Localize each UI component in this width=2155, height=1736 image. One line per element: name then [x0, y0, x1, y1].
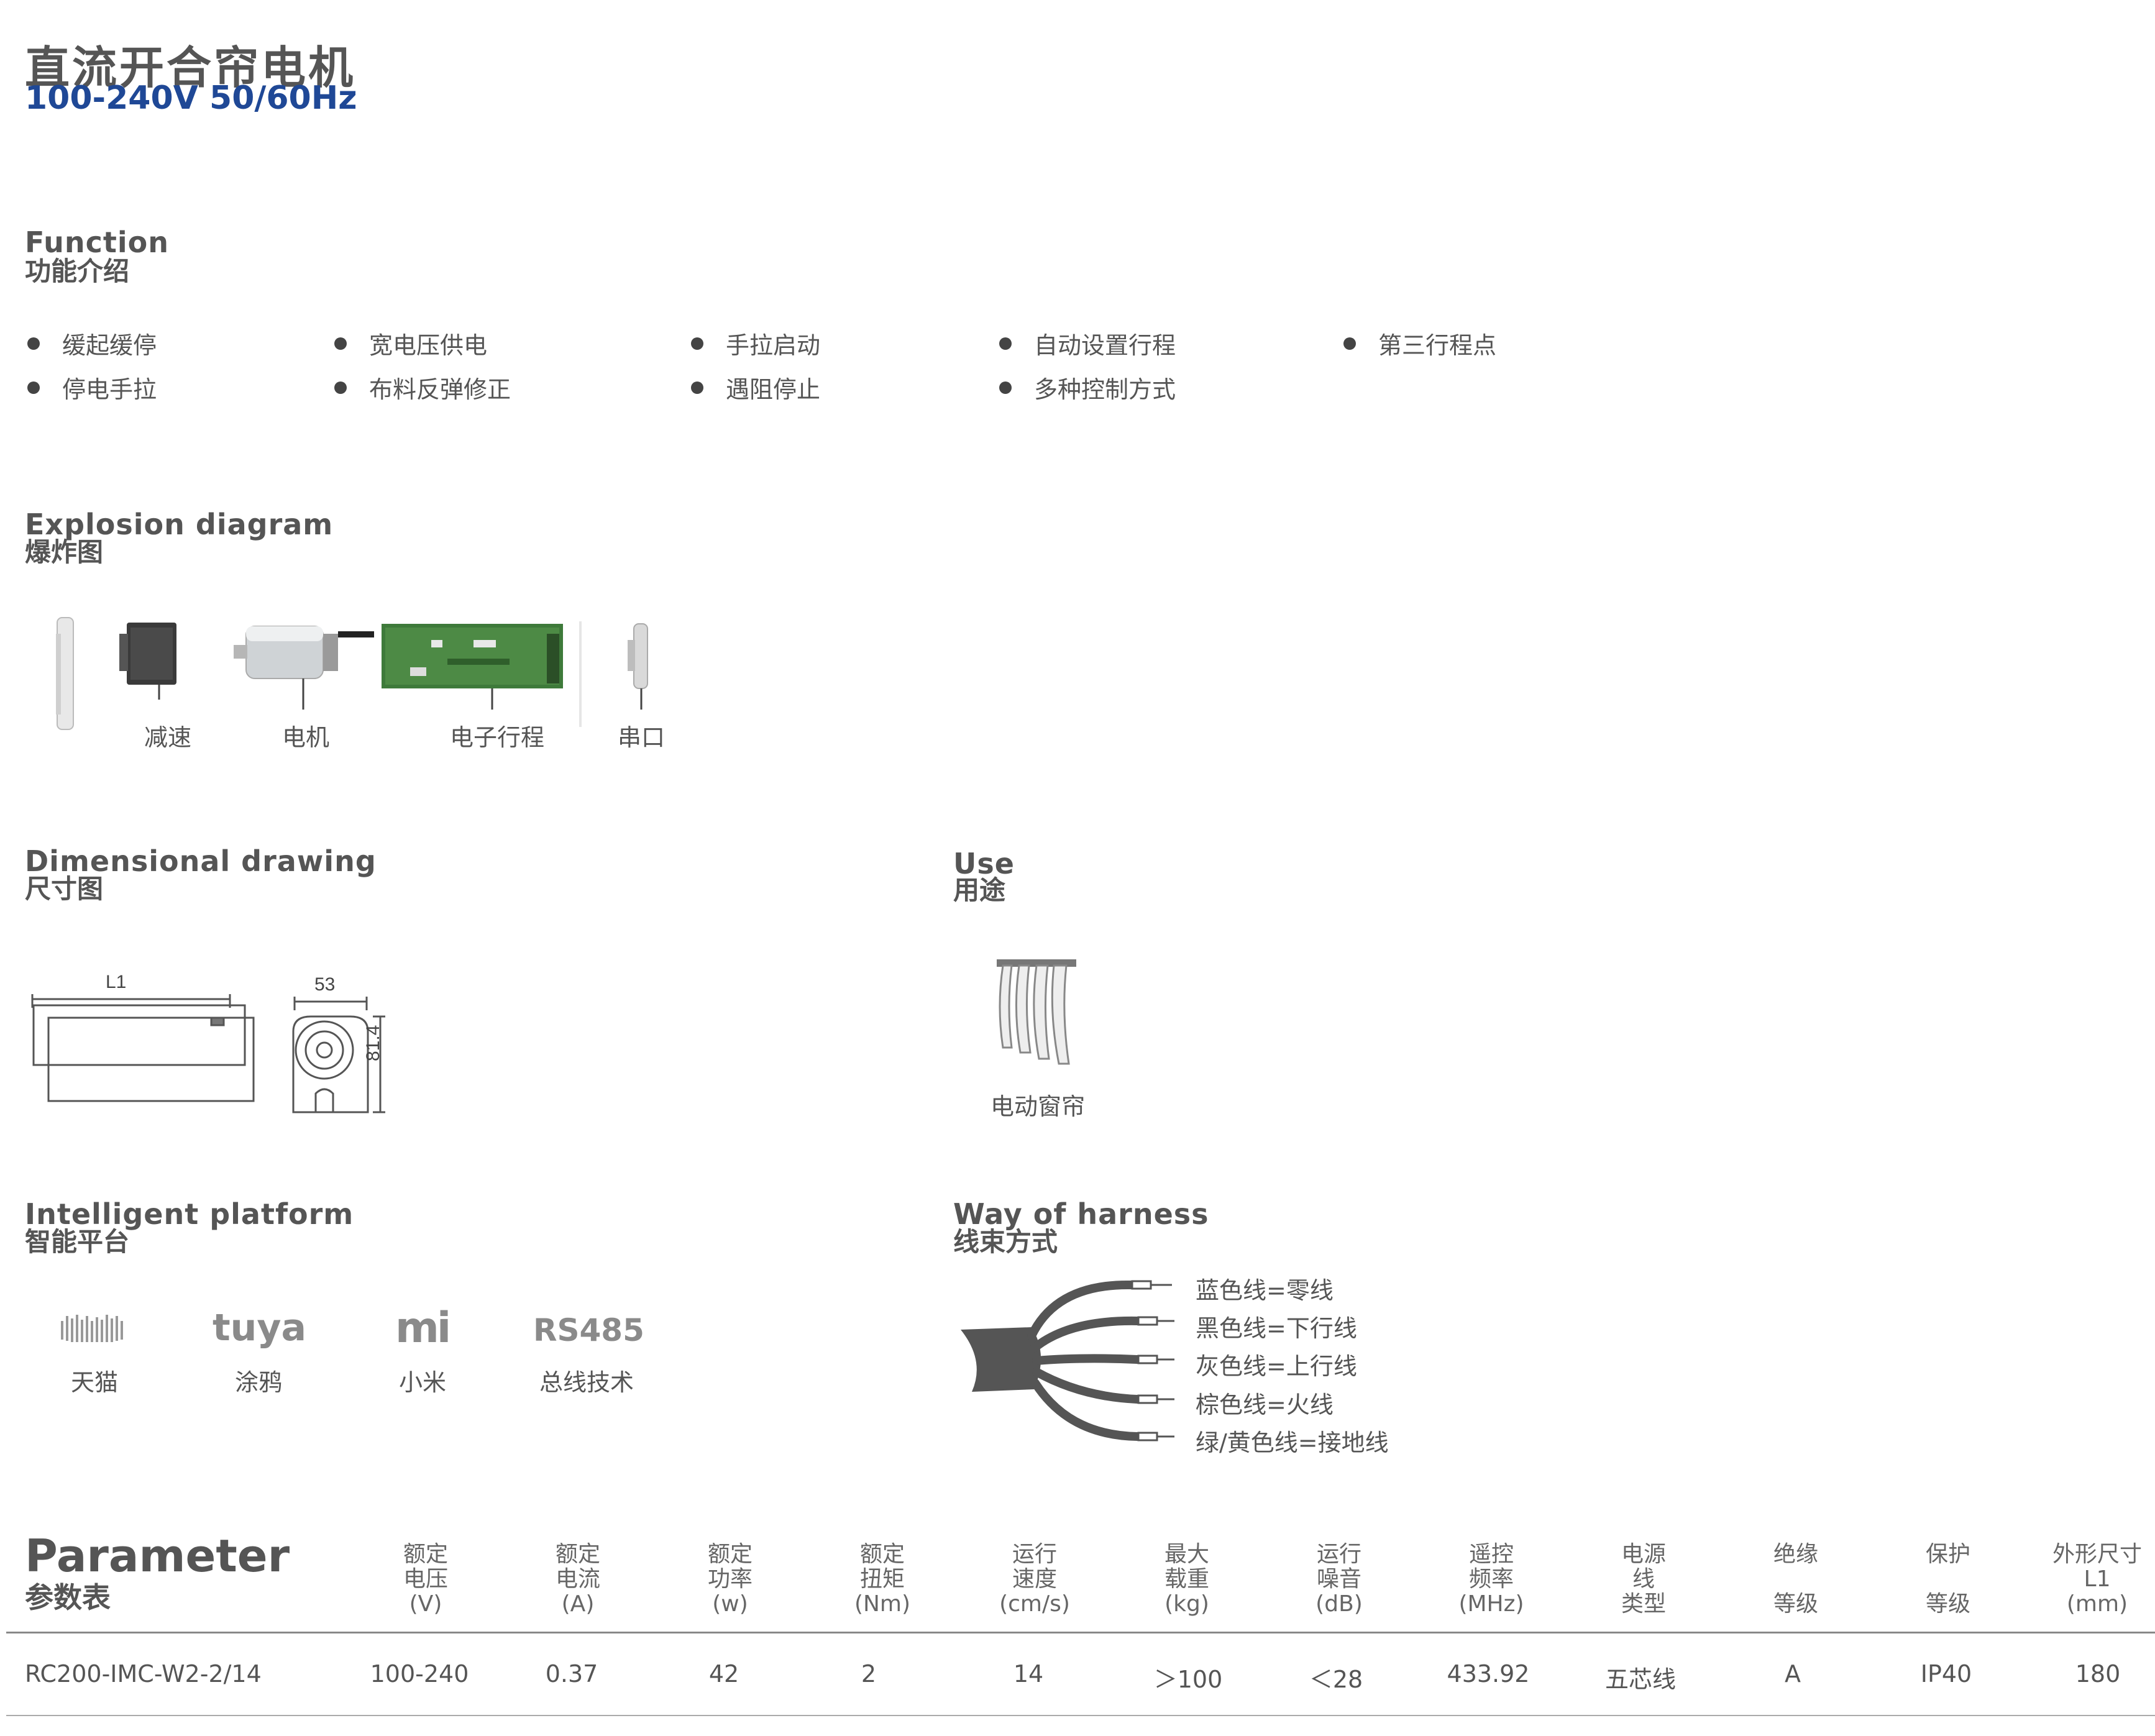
side-view	[31, 994, 255, 1102]
bullet-icon	[334, 381, 347, 394]
param-size-value: 180	[2075, 1660, 2121, 1688]
use-title-en: Use	[953, 847, 1015, 880]
param-header-noise: 运行噪音(dB)	[1315, 1542, 1363, 1617]
feature-item: 自动设置行程	[999, 326, 1176, 360]
bullet-icon	[691, 381, 703, 394]
param-header-load: 最大载重(kg)	[1164, 1542, 1209, 1617]
page-subtitle: 100-240V 50/60Hz	[25, 80, 357, 117]
table-divider	[6, 1632, 2155, 1633]
wire-label-black: 黑色线=下行线	[1196, 1315, 1357, 1342]
motor-part	[234, 626, 374, 710]
feature-item: 遇阻停止	[691, 370, 820, 404]
feature-item: 停电手拉	[27, 370, 157, 404]
feature-item: 缓起缓停	[27, 326, 157, 360]
param-header-cable: 电源线类型	[1621, 1542, 1666, 1617]
parameter-title-cn: 参数表	[25, 1581, 111, 1614]
explosion-title-cn: 爆炸图	[25, 537, 104, 567]
bullet-icon	[691, 337, 703, 350]
platform-label-tmall: 天猫	[70, 1369, 118, 1396]
dimension-height-label: 81.4	[363, 1025, 383, 1061]
use-title-cn: 用途	[953, 875, 1006, 905]
feature-item: 手拉启动	[691, 326, 820, 360]
tmall-logo-icon	[61, 1315, 123, 1342]
wire-label-gray: 灰色线=上行线	[1196, 1353, 1357, 1380]
param-header-current: 额定电流(A)	[555, 1542, 600, 1617]
param-header-frequency: 遥控频率(MHz)	[1458, 1542, 1524, 1617]
param-insulation-value: A	[1785, 1660, 1801, 1688]
param-load-value: ＞100	[1153, 1666, 1223, 1693]
feature-item: 多种控制方式	[999, 370, 1176, 404]
platform-title-en: Intelligent platform	[25, 1197, 354, 1231]
platform-label-rs485: 总线技术	[539, 1369, 634, 1396]
parameter-title-en: Parameter	[25, 1530, 290, 1582]
rs485-logo-icon: RS485	[533, 1312, 644, 1348]
bullet-icon	[334, 337, 347, 350]
wire-label-blue: 蓝色线=零线	[1196, 1277, 1334, 1304]
curtain-icon	[997, 959, 1076, 1065]
platform-title-cn: 智能平台	[25, 1227, 130, 1257]
param-cable-value: 五芯线	[1604, 1666, 1676, 1693]
tuya-logo-icon: tuya	[213, 1306, 306, 1350]
param-torque-value: 2	[861, 1660, 877, 1688]
param-header-voltage: 额定电压(V)	[403, 1542, 448, 1617]
feature-item: 第三行程点	[1343, 326, 1496, 360]
explosion-label-motor: 电机	[282, 724, 330, 751]
param-header-torque: 额定扭矩(Nm)	[854, 1542, 911, 1617]
feature-item: 布料反弹修正	[334, 370, 511, 404]
harness-diagram	[961, 1280, 1174, 1441]
platform-label-tuya: 涂鸦	[234, 1369, 282, 1396]
param-noise-value: ＜28	[1309, 1666, 1363, 1693]
dimension-drawing	[31, 994, 385, 1113]
param-model: RC200-IMC-W2-2/14	[25, 1660, 262, 1688]
mi-logo-icon: mi	[395, 1304, 451, 1353]
param-header-protection: 保护等级	[1925, 1542, 1970, 1617]
explosion-title-en: Explosion diagram	[25, 508, 334, 541]
dimension-width-label: 53	[314, 974, 336, 995]
bullet-icon	[999, 337, 1012, 350]
table-bottom-divider	[6, 1715, 2155, 1716]
bullet-icon	[27, 337, 40, 350]
param-power-value: 42	[708, 1660, 739, 1688]
param-current-value: 0.37	[545, 1660, 598, 1688]
param-voltage-value: 100-240	[370, 1660, 469, 1688]
harness-title-cn: 线束方式	[953, 1227, 1058, 1257]
pcb-part	[382, 624, 563, 710]
dimension-title-en: Dimensional drawing	[25, 844, 377, 878]
function-title-en: Function	[25, 226, 170, 259]
param-header-speed: 运行速度(cm/s)	[999, 1542, 1070, 1617]
serial-port-part	[579, 621, 648, 727]
bullet-icon	[27, 381, 40, 394]
use-label: 电动窗帘	[991, 1093, 1086, 1120]
param-speed-value: 14	[1013, 1660, 1044, 1688]
dimension-l1-label: L1	[106, 972, 127, 992]
explosion-diagram	[56, 617, 648, 730]
function-title-cn: 功能介绍	[25, 256, 130, 286]
bullet-icon	[1343, 337, 1356, 350]
param-header-insulation: 绝缘等级	[1773, 1542, 1818, 1617]
param-header-power: 额定功率(w)	[707, 1542, 753, 1617]
explosion-label-gearbox: 减速	[144, 724, 192, 751]
harness-title-en: Way of harness	[953, 1197, 1209, 1231]
explosion-label-serial: 串口	[618, 724, 666, 751]
param-protection-value: IP40	[1920, 1660, 1972, 1688]
page-title: 直流开合帘电机	[25, 42, 356, 94]
end-cap-part	[56, 617, 74, 730]
dimension-title-cn: 尺寸图	[25, 874, 104, 904]
platform-label-mi: 小米	[398, 1369, 446, 1396]
explosion-label-pcb: 电子行程	[450, 724, 545, 751]
gearbox-part	[119, 623, 176, 700]
end-view	[292, 997, 385, 1113]
param-frequency-value: 433.92	[1447, 1660, 1530, 1688]
wire-label-brown: 棕色线=火线	[1196, 1391, 1334, 1418]
feature-item: 宽电压供电	[334, 326, 487, 360]
wire-label-green-yellow: 绿/黄色线=接地线	[1196, 1429, 1389, 1456]
bullet-icon	[999, 381, 1012, 394]
